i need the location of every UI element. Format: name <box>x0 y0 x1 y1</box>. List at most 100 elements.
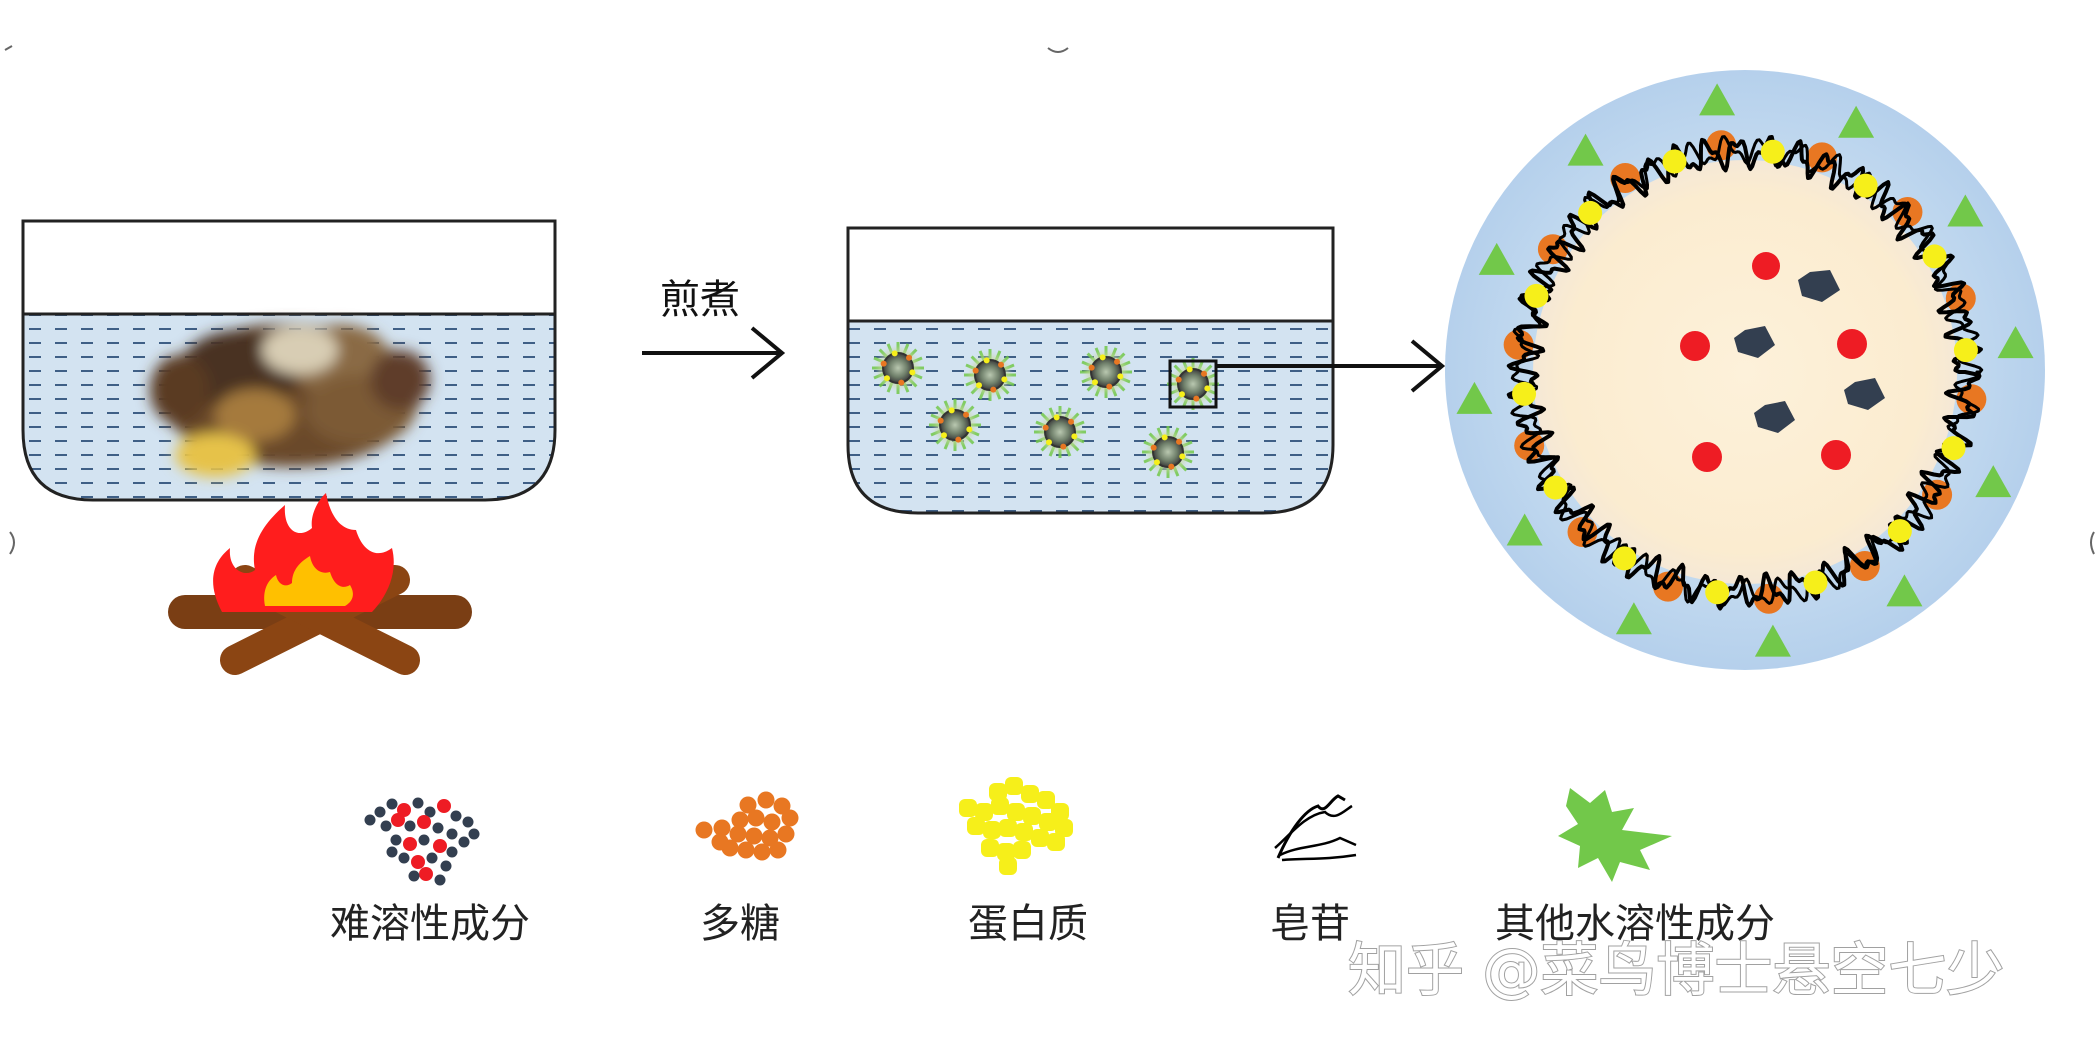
legend-item-polysaccharide: 多糖 <box>695 791 799 947</box>
particle-shell-dot <box>1114 358 1121 365</box>
protein-bead <box>1953 338 1978 363</box>
particle-shell-dot <box>955 436 962 443</box>
protein-bead <box>1760 139 1785 164</box>
particle-body <box>882 352 914 384</box>
particle-shell-dot <box>1204 385 1211 392</box>
particle-shell-dot <box>1091 379 1098 386</box>
insoluble-dark-dot <box>426 852 438 864</box>
insoluble-red-dot <box>1680 331 1710 361</box>
insoluble-dark-dot <box>462 816 474 828</box>
pot-water <box>846 319 1335 515</box>
protein-bead <box>999 819 1017 837</box>
protein-bead <box>1055 819 1073 837</box>
particle-shell-dot <box>937 417 944 424</box>
magnified-particle <box>1445 70 2045 670</box>
particle-shell-dot <box>948 407 955 414</box>
other-soluble-triangle <box>1838 105 1875 138</box>
particle-shell-dot <box>1117 373 1124 380</box>
polysaccharide-bead <box>729 825 747 843</box>
other-soluble-triangle <box>1886 574 1923 607</box>
protein-bead <box>1037 791 1055 809</box>
other-soluble-icon <box>1558 788 1672 882</box>
insoluble-red-dot <box>411 855 425 869</box>
watermark: 知乎 @菜鸟博士悬空七少 <box>1348 936 2004 1004</box>
polysaccharide-bead <box>761 829 779 847</box>
insoluble-dark-dot <box>446 846 458 858</box>
other-soluble-triangle <box>1506 513 1543 546</box>
insoluble-dark-dot <box>374 806 386 818</box>
edge-mark <box>9 531 15 555</box>
particle-shell-dot <box>1099 354 1106 361</box>
insoluble-red-dot <box>1821 440 1851 470</box>
insoluble-dark-chunk <box>1844 378 1885 410</box>
decoction-arrow: 煎煮 <box>642 277 786 380</box>
polysaccharide-bead <box>781 809 799 827</box>
protein-bead <box>1705 580 1730 605</box>
legend-item-insoluble: 难溶性成分 <box>330 797 530 947</box>
protein-bead <box>959 799 977 817</box>
zoom-arrow <box>1216 339 1446 393</box>
legend-label: 其他水溶性成分 <box>1495 901 1775 947</box>
insoluble-dark-dot <box>418 834 430 846</box>
protein-ring <box>1512 139 1978 605</box>
particle-shell-dot <box>906 354 913 361</box>
particle-shell-dot <box>898 379 905 386</box>
particle-shell-dot <box>966 426 973 433</box>
insoluble-dark-dot <box>440 860 452 872</box>
insoluble-dark-dot <box>468 828 480 840</box>
particle-body <box>1152 436 1184 468</box>
protein-bead <box>1803 570 1828 595</box>
insoluble-dark-chunk <box>1754 401 1795 433</box>
legend-item-saponin: 皂苷 <box>1270 794 1357 947</box>
legend-item-other-soluble: 其他水溶性成分 <box>1495 788 1775 947</box>
protein-bead <box>1662 149 1687 174</box>
other-soluble-triangle <box>1567 133 1604 166</box>
protein-bead <box>997 843 1015 861</box>
protein-bead <box>1023 807 1041 825</box>
other-soluble-triangle <box>1975 465 2012 498</box>
particle-shell-dot <box>983 357 990 364</box>
protein-icon <box>959 777 1073 875</box>
polysaccharide-bead <box>777 825 795 843</box>
insoluble-red-dot <box>437 799 451 813</box>
protein-bead <box>1612 546 1637 571</box>
insoluble-dark-dot <box>398 852 410 864</box>
particle-shell-dot <box>1179 453 1186 460</box>
polysaccharide-icon <box>695 791 799 861</box>
protein-bead <box>1013 841 1031 859</box>
polysaccharide-bead <box>769 841 787 859</box>
other-soluble-triangle <box>1456 381 1493 414</box>
insoluble-red-dot <box>1837 329 1867 359</box>
insoluble-dark-dot <box>424 806 436 818</box>
protein-bead <box>1853 173 1878 198</box>
insoluble-icon <box>364 797 480 886</box>
protein-bead <box>981 839 999 857</box>
flame-outer <box>213 493 394 612</box>
polysaccharide-bead <box>747 809 765 827</box>
insoluble-red-dot <box>1692 442 1722 472</box>
other-soluble-triangle <box>1997 326 2034 359</box>
decoction-label: 煎煮 <box>660 277 740 323</box>
flame-inner <box>264 556 353 606</box>
protein-bead <box>1005 777 1023 795</box>
polysaccharide-bead <box>695 821 713 839</box>
particle-body <box>1044 416 1076 448</box>
polysaccharide-bead <box>763 813 781 831</box>
legend-label: 多糖 <box>700 901 780 947</box>
protein-bead <box>1512 381 1537 406</box>
polysaccharide-bead <box>1503 329 1534 360</box>
particle-shell-dot <box>891 350 898 357</box>
pot-rim <box>846 226 1335 323</box>
insoluble-dark-dot <box>450 810 462 822</box>
polysaccharide-bead <box>773 797 791 815</box>
legend-label: 难溶性成分 <box>330 901 530 947</box>
saponin-chain-ring <box>1506 135 1983 611</box>
insoluble-red-dot <box>419 867 433 881</box>
protein-bead <box>1524 283 1549 308</box>
particle-shell-dot <box>1088 364 1095 371</box>
protein-bead <box>1922 244 1947 269</box>
protein-bead <box>975 803 993 821</box>
particle-shell-dot <box>1053 414 1060 421</box>
polysaccharide-bead <box>731 811 749 829</box>
polysaccharide-bead <box>757 791 775 809</box>
